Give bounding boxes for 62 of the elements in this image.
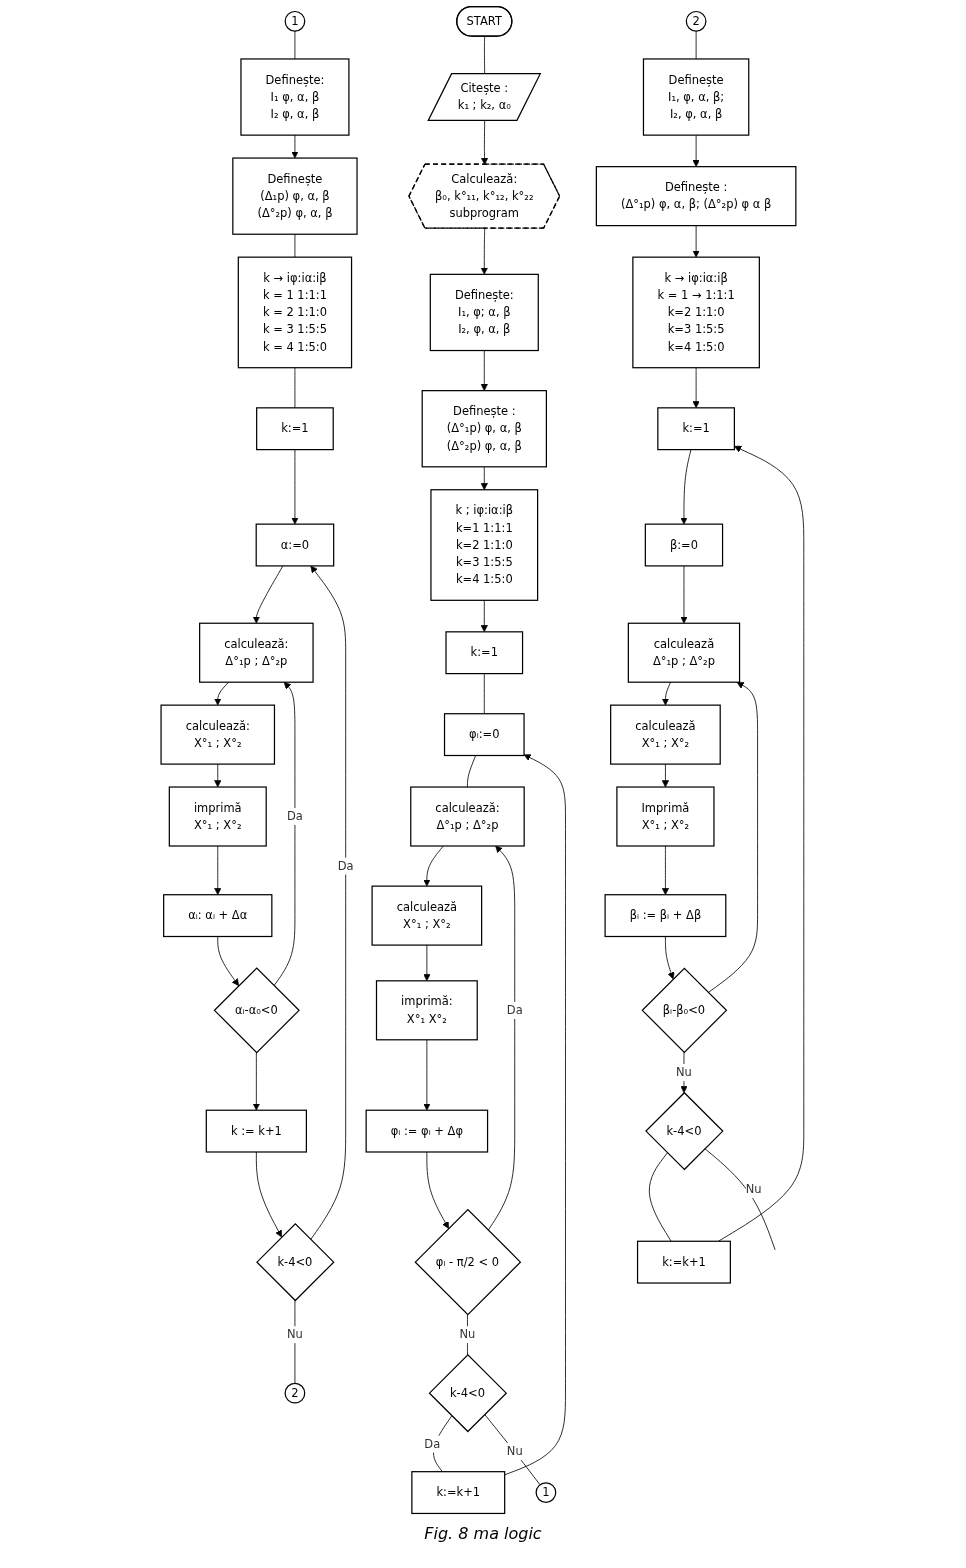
connector	[294, 233, 296, 258]
node-box: calculează: Δ°₁p ; Δ°₂p	[199, 622, 315, 683]
node-box: βᵢ := βᵢ + Δβ	[604, 894, 727, 938]
node-box: α:=0	[256, 523, 335, 567]
node-box: Definește : (Δ°₁p) φ, α, β (Δ°₂p) φ, α, β	[422, 390, 548, 468]
node-box: Definește : (Δ°₁p) φ, α, β; (Δ°₂p) φ α β	[596, 166, 797, 227]
node-box: imprimă: X°₁ X°₂	[376, 980, 479, 1041]
node-box: Definește I₁, φ, α, β; I₂, φ, α, β	[643, 58, 750, 136]
node-circle: 1	[535, 1482, 557, 1503]
node-box: φᵢ:=0	[444, 713, 526, 757]
node-circle: 2	[284, 1382, 306, 1404]
node-box: k:=1	[657, 407, 736, 451]
connector	[484, 673, 486, 715]
edge-label: Nu	[287, 1327, 304, 1341]
edge-label: Nu	[676, 1065, 693, 1079]
edge-label: Da	[338, 859, 355, 873]
node-diamond: k-4<0	[429, 1353, 508, 1433]
node-box: k → iφ:iα:iβ k = 1 1:1:1 k = 2 1:1:0 k = 3 1:5:5 k = 4 1:5:0	[238, 256, 353, 369]
figure-caption: Fig. 8 ma logic	[423, 1524, 543, 1543]
connector	[294, 1300, 296, 1384]
node-box: k:=1	[445, 631, 524, 675]
node-box: Definește (Δ₁p) φ, α, β (Δ°₂p) φ, α, β	[232, 157, 359, 235]
node-circle: 2	[686, 10, 707, 32]
node-diamond: k-4<0	[256, 1222, 336, 1302]
connector	[294, 30, 296, 60]
connector	[294, 367, 296, 409]
node-box: Definește: I₁, φ; α, β I₂, φ, α, β	[430, 273, 540, 352]
connector	[696, 30, 697, 60]
node-box: k ; iφ:iα:iβ k=1 1:1:1 k=2 1:1:0 k=3 1:5:5 k=4 1:5:0	[430, 489, 539, 601]
node-box: Definește: I₁ φ, α, β I₂ φ, α, β	[240, 58, 350, 136]
node-box: calculează: X°₁ ; X°₂	[160, 704, 276, 765]
node-box: k:=k+1	[637, 1240, 732, 1284]
edge-label: Da	[287, 809, 304, 823]
node-box: k:=1	[256, 407, 335, 451]
node-box: φᵢ := φᵢ + Δφ	[365, 1109, 489, 1153]
node-box: calculează: Δ°₁p ; Δ°₂p	[410, 786, 526, 847]
node-diamond: k-4<0	[645, 1091, 725, 1171]
node-diamond: φᵢ - π/2 < 0	[414, 1208, 522, 1316]
connector	[467, 755, 477, 788]
node-diamond: αᵢ-α₀<0	[214, 967, 301, 1054]
connector	[433, 1415, 453, 1473]
node-box: Imprimă X°₁ ; X°₂	[616, 786, 715, 847]
edge-label: Nu	[507, 1444, 524, 1458]
node-box: calculează X°₁ ; X°₂	[371, 885, 483, 946]
node-box: αᵢ: αᵢ + Δα	[163, 894, 273, 938]
connector	[649, 1152, 672, 1242]
connector	[704, 1148, 776, 1251]
edge-label: Da	[424, 1437, 441, 1451]
connector	[484, 1414, 541, 1486]
edge-label: Da	[507, 1003, 524, 1017]
node-diamond: βᵢ-β₀<0	[641, 967, 728, 1054]
edge-label: Nu	[459, 1327, 476, 1341]
node-circle: 1	[284, 10, 306, 32]
node-box: calculează Δ°₁p ; Δ°₂p	[628, 622, 741, 683]
node-box: β:=0	[645, 523, 724, 567]
node-box: k:=k+1	[411, 1471, 506, 1515]
edge-label: Nu	[746, 1182, 763, 1196]
node-box: imprimă X°₁ ; X°₂	[169, 786, 268, 847]
node-box: k := k+1	[206, 1109, 308, 1153]
node-box: calculează X°₁ ; X°₂	[610, 704, 722, 765]
connector	[467, 1314, 469, 1356]
node-box: k → iφ:iα:iβ k = 1 → 1:1:1 k=2 1:1:0 k=3 1:5:5 k=4 1:5:0	[632, 256, 761, 369]
